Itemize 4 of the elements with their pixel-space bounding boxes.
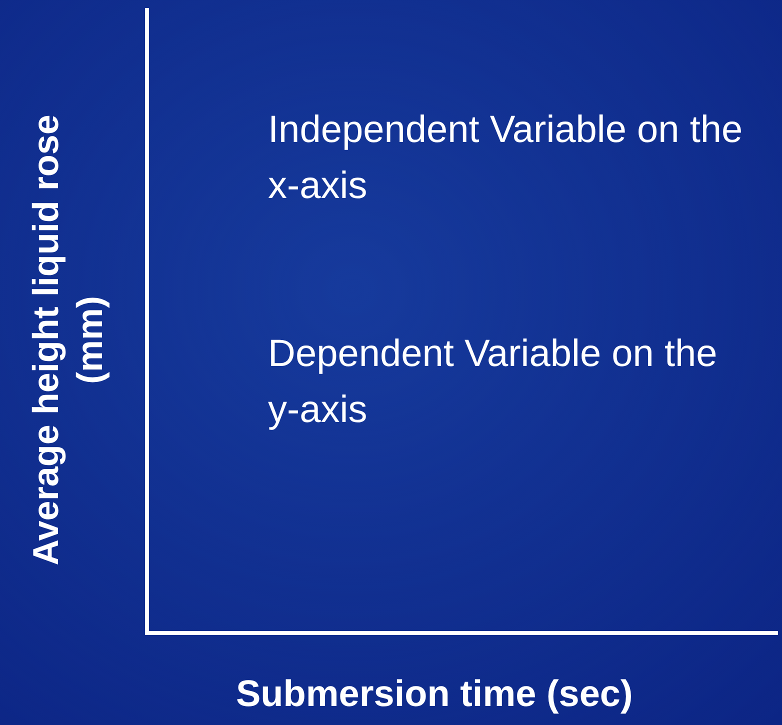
annotation-text: Dependent Variable on the y-axis — [268, 332, 718, 433]
x-axis-title: Submersion time (sec) — [236, 673, 633, 715]
y-axis-title: Average height liquid rose (mm) — [24, 114, 111, 568]
annotation-text: Independent Variable on the x-axis — [268, 108, 744, 209]
